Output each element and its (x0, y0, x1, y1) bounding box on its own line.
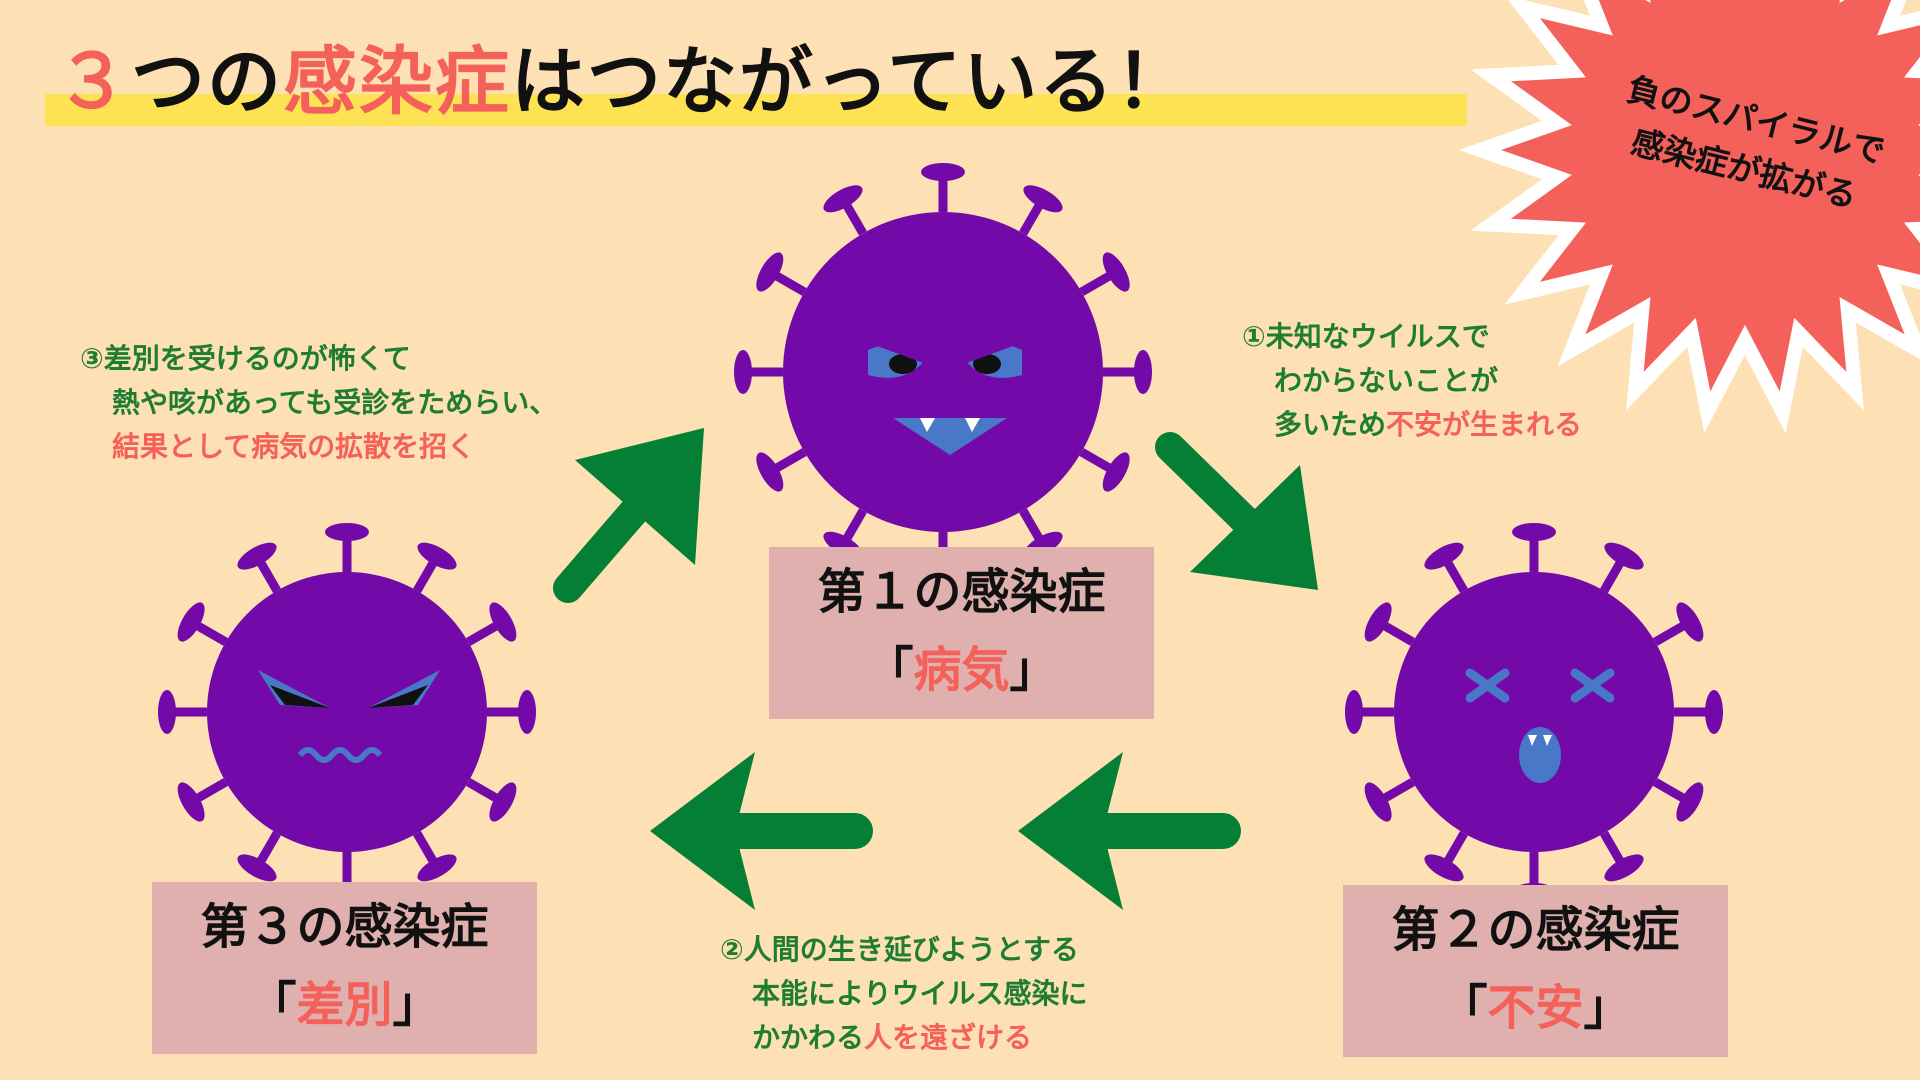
note-highlight: 不安が生まれる (1386, 408, 1583, 441)
title-text: つの (131, 39, 283, 125)
note-discrimination: ③差別を受けるのが怖くて 熱や咳があっても受診をためらい、 結果として病気の拡散… (80, 337, 557, 469)
virus-spike-tip (756, 252, 784, 292)
note-line: 結果として病気の拡散を招く (112, 430, 476, 463)
virus-spike-tip (1102, 252, 1130, 292)
virus-spike-tip (518, 690, 536, 734)
virus-spike-tip (177, 602, 205, 642)
virus-spike-tip (417, 854, 457, 882)
arrow-down-right (1155, 432, 1318, 590)
virus-spike-tip (1345, 690, 1363, 734)
box-label: 第３の感染症 (200, 899, 489, 955)
title-highlight (45, 94, 1467, 126)
virus-discrimination (158, 523, 536, 901)
virus-anxiety-face (1465, 668, 1615, 783)
note-anxiety: ①未知なウイルスで わからないことが 多いため不安が生まれる (1242, 315, 1582, 447)
note-line: ③差別を受けるのが怖くて (80, 342, 411, 375)
virus-spike-tip (489, 782, 517, 822)
arrow-left-1 (1018, 752, 1241, 910)
virus-spike-tip (1676, 782, 1704, 822)
virus-spike-tip (1023, 185, 1063, 213)
virus-spike-tip (417, 542, 457, 570)
virus-spike-tip (325, 523, 369, 541)
virus-spike-tip (237, 854, 277, 882)
box-label: 第１の感染症 (817, 564, 1106, 620)
page-title: ３つの感染症はつながっている！ (55, 22, 1191, 129)
virus-body (783, 212, 1103, 532)
virus-spike-tip (489, 602, 517, 642)
box-label: 第２の感染症 (1391, 902, 1680, 958)
virus-spike-tip (823, 185, 863, 213)
virus-illness-face (868, 335, 1022, 455)
note-line: 多いため (1274, 408, 1387, 441)
virus-spike-tip (237, 542, 277, 570)
note-line: 本能によりウイルス感染に (752, 977, 1088, 1010)
box-name: 不安 (1487, 980, 1584, 1036)
note-line: ①未知なウイルスで (1242, 320, 1490, 353)
virus-spike-tip (1604, 854, 1644, 882)
virus-anxiety (1345, 523, 1723, 901)
box-second-infection: 第２の感染症 「不安」 (1343, 885, 1728, 1057)
virus-spike-tip (1424, 854, 1464, 882)
box-name: 病気 (913, 642, 1010, 698)
note-line: 熱や咳があっても受診をためらい、 (112, 386, 558, 419)
virus-spike-tip (1364, 602, 1392, 642)
virus-spike-tip (1604, 542, 1644, 570)
box-third-infection: 第３の感染症 「差別」 (152, 882, 537, 1054)
arrow-up-right (553, 428, 704, 603)
note-line: わからないことが (1274, 364, 1499, 397)
virus-spike-tip (1705, 690, 1723, 734)
virus-spike-tip (1102, 452, 1130, 492)
note-line: ②人間の生き延びようとする (720, 933, 1079, 966)
note-highlight: 人を遠ざける (864, 1021, 1033, 1054)
arrow-left-2 (650, 752, 873, 910)
title-text-end: はつながっている！ (511, 39, 1192, 125)
virus-spike-tip (734, 350, 752, 394)
virus-body (207, 572, 487, 852)
starburst-shape (1458, 0, 1920, 434)
title-number: ３ (55, 39, 131, 125)
title-keyword: 感染症 (283, 39, 511, 125)
virus-spike-tip (177, 782, 205, 822)
note-isolation: ②人間の生き延びようとする 本能によりウイルス感染に かかわる人を遠ざける (720, 928, 1087, 1060)
box-first-infection: 第１の感染症 「病気」 (769, 547, 1154, 719)
virus-spike-tip (756, 452, 784, 492)
virus-spike-tip (921, 163, 965, 181)
virus-spike-tip (1424, 542, 1464, 570)
virus-illness (734, 163, 1152, 581)
box-name: 差別 (296, 977, 393, 1033)
virus-spike-tip (1134, 350, 1152, 394)
virus-spike-tip (1676, 602, 1704, 642)
note-line: かかわる (752, 1021, 865, 1054)
virus-discrimination-face (258, 670, 440, 763)
virus-spike-tip (158, 690, 176, 734)
virus-body (1394, 572, 1674, 852)
virus-spike-tip (1364, 782, 1392, 822)
virus-spike-tip (1512, 523, 1556, 541)
